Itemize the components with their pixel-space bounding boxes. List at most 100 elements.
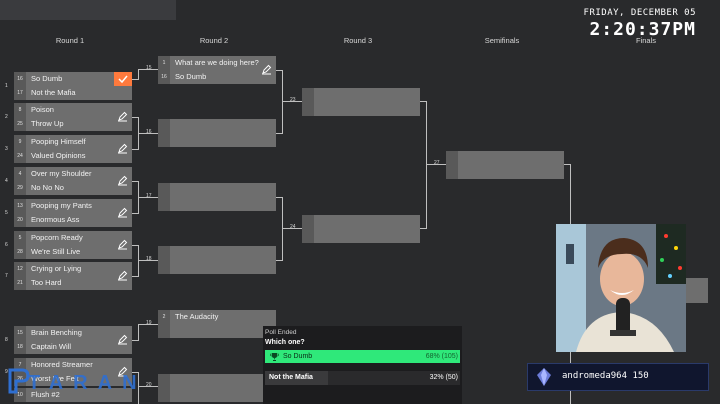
slot-bottom[interactable] bbox=[158, 324, 276, 338]
slot-top[interactable]: 16 So Dumb bbox=[14, 72, 132, 86]
participant-name: So Dumb bbox=[175, 72, 207, 81]
participant-name: No No No bbox=[31, 183, 64, 192]
connector bbox=[282, 70, 283, 134]
slot-bottom[interactable] bbox=[158, 260, 276, 274]
poll-option-bar-winner bbox=[265, 350, 460, 363]
column-round1: Round 1 bbox=[55, 36, 85, 45]
connector bbox=[564, 164, 570, 165]
participant-name: Worst I've Felt bbox=[31, 374, 79, 383]
slot-bottom[interactable] bbox=[158, 133, 276, 147]
connector bbox=[138, 69, 139, 80]
edit-icon[interactable] bbox=[117, 111, 128, 122]
participant-name: Throw Up bbox=[31, 119, 64, 128]
poll-option-percent: 32% (50) bbox=[429, 374, 458, 381]
sub-alert-banner: andromeda964 150 bbox=[527, 363, 709, 391]
connector bbox=[426, 164, 446, 165]
participant-name: We're Still Live bbox=[31, 247, 81, 256]
poll-question: Which one? bbox=[265, 339, 305, 346]
participant-name: Crying or Lying bbox=[31, 264, 82, 273]
connector bbox=[138, 197, 158, 198]
match-number: 20 bbox=[146, 382, 152, 388]
connector bbox=[276, 197, 282, 198]
column-finals: Finals bbox=[635, 36, 657, 45]
participant-name: Not the Mafia bbox=[31, 88, 76, 97]
slot-top[interactable] bbox=[158, 246, 276, 260]
edit-icon[interactable] bbox=[261, 64, 272, 75]
participant-name: Too Hard bbox=[31, 278, 62, 287]
participant-name: Over my Shoulder bbox=[31, 169, 92, 178]
connector bbox=[282, 101, 302, 102]
slot-bottom[interactable] bbox=[302, 229, 420, 243]
connector bbox=[132, 149, 138, 150]
streamer-image bbox=[556, 224, 686, 352]
connector bbox=[132, 245, 138, 246]
connector bbox=[132, 276, 138, 277]
slot-top[interactable] bbox=[446, 151, 564, 165]
participant-name: Captain Will bbox=[31, 342, 72, 351]
slot-top[interactable] bbox=[158, 374, 276, 388]
slot-top[interactable] bbox=[158, 183, 276, 197]
slot-bottom[interactable] bbox=[446, 165, 564, 179]
finals-slot[interactable] bbox=[686, 278, 708, 303]
edit-icon[interactable] bbox=[117, 207, 128, 218]
connector bbox=[420, 228, 426, 229]
column-semifinals: Semifinals bbox=[484, 36, 520, 45]
participant-name: Enormous Ass bbox=[31, 215, 80, 224]
poll-option-bar bbox=[265, 371, 328, 385]
winner-check[interactable] bbox=[114, 72, 132, 86]
edit-icon[interactable] bbox=[117, 239, 128, 250]
connector bbox=[138, 324, 158, 325]
participant-name: Pooping my Pants bbox=[31, 201, 92, 210]
slot-bottom[interactable] bbox=[158, 388, 276, 402]
connector bbox=[138, 260, 158, 261]
match-number: 15 bbox=[146, 65, 152, 71]
slot-top[interactable] bbox=[302, 215, 420, 229]
slot-top[interactable] bbox=[302, 88, 420, 102]
edit-icon[interactable] bbox=[117, 334, 128, 345]
slot-bottom[interactable] bbox=[302, 102, 420, 116]
connector bbox=[420, 101, 426, 102]
edit-icon[interactable] bbox=[117, 143, 128, 154]
match-number: 17 bbox=[146, 193, 152, 199]
connector bbox=[132, 340, 138, 341]
edit-icon[interactable] bbox=[117, 175, 128, 186]
connector bbox=[138, 133, 158, 134]
match-number: 18 bbox=[146, 256, 152, 262]
connector bbox=[132, 213, 138, 214]
match-number: 24 bbox=[290, 224, 296, 230]
poll-panel: Poll Ended Which one? So Dumb 68% (105) … bbox=[263, 326, 462, 404]
slot-bottom[interactable] bbox=[158, 197, 276, 211]
connector bbox=[276, 133, 282, 134]
top-bar bbox=[0, 0, 176, 20]
connector bbox=[138, 69, 158, 70]
participant-name: What are we doing here? bbox=[175, 58, 259, 67]
slot-top[interactable] bbox=[158, 119, 276, 133]
trophy-icon bbox=[270, 353, 279, 361]
column-round2: Round 2 bbox=[199, 36, 229, 45]
edit-icon[interactable] bbox=[117, 270, 128, 281]
slot-bottom[interactable]: 17 Not the Mafia bbox=[14, 86, 132, 100]
edit-icon[interactable] bbox=[117, 366, 128, 377]
poll-option-percent: 68% (105) bbox=[425, 353, 458, 360]
connector bbox=[138, 245, 139, 277]
connector bbox=[138, 372, 139, 404]
